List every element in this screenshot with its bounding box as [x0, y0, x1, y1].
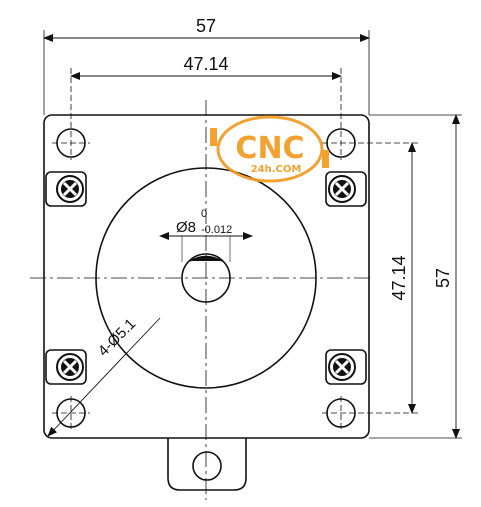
screw-head-upper-left: [45, 171, 87, 207]
connector-hole: [192, 451, 222, 481]
dim-overall-height: 57: [369, 114, 462, 439]
hole-centre-marks: [52, 68, 418, 430]
shaft-flat: [189, 255, 223, 262]
shaft-circle: [181, 253, 231, 303]
screw-head-lower-right: [325, 349, 367, 385]
motor-flange-outline: [43, 114, 370, 439]
cnc-watermark-logo: CNC 24h.COM: [210, 115, 329, 183]
watermark-text: CNC: [235, 131, 304, 166]
dim-shaft-diameter: Ø8 0 -0.012: [159, 208, 253, 262]
dim-hole-spacing-horizontal: 47.14: [70, 54, 342, 80]
dim-shaft-tolerance-lower: -0.012: [201, 224, 232, 236]
watermark-subtext: 24h.COM: [251, 164, 302, 175]
dim-overall-width: 57: [43, 16, 370, 115]
screw-head-upper-right: [325, 171, 367, 207]
pilot-boss-circle: [95, 167, 317, 389]
dim-overall-height-label: 57: [433, 268, 453, 288]
dim-shaft-diameter-label: Ø8: [176, 219, 196, 236]
dim-overall-width-label: 57: [196, 16, 216, 36]
dim-hole-spacing-horizontal-label: 47.14: [183, 54, 228, 74]
connector-tab: [167, 438, 247, 491]
dim-shaft-tolerance-upper: 0: [201, 208, 207, 220]
dim-mounting-holes-label: 4-Ø5.1: [95, 315, 139, 359]
screw-head-lower-left: [45, 349, 87, 385]
dim-hole-spacing-vertical: 47.14: [389, 142, 416, 414]
dim-hole-spacing-vertical-label: 47.14: [389, 255, 409, 300]
